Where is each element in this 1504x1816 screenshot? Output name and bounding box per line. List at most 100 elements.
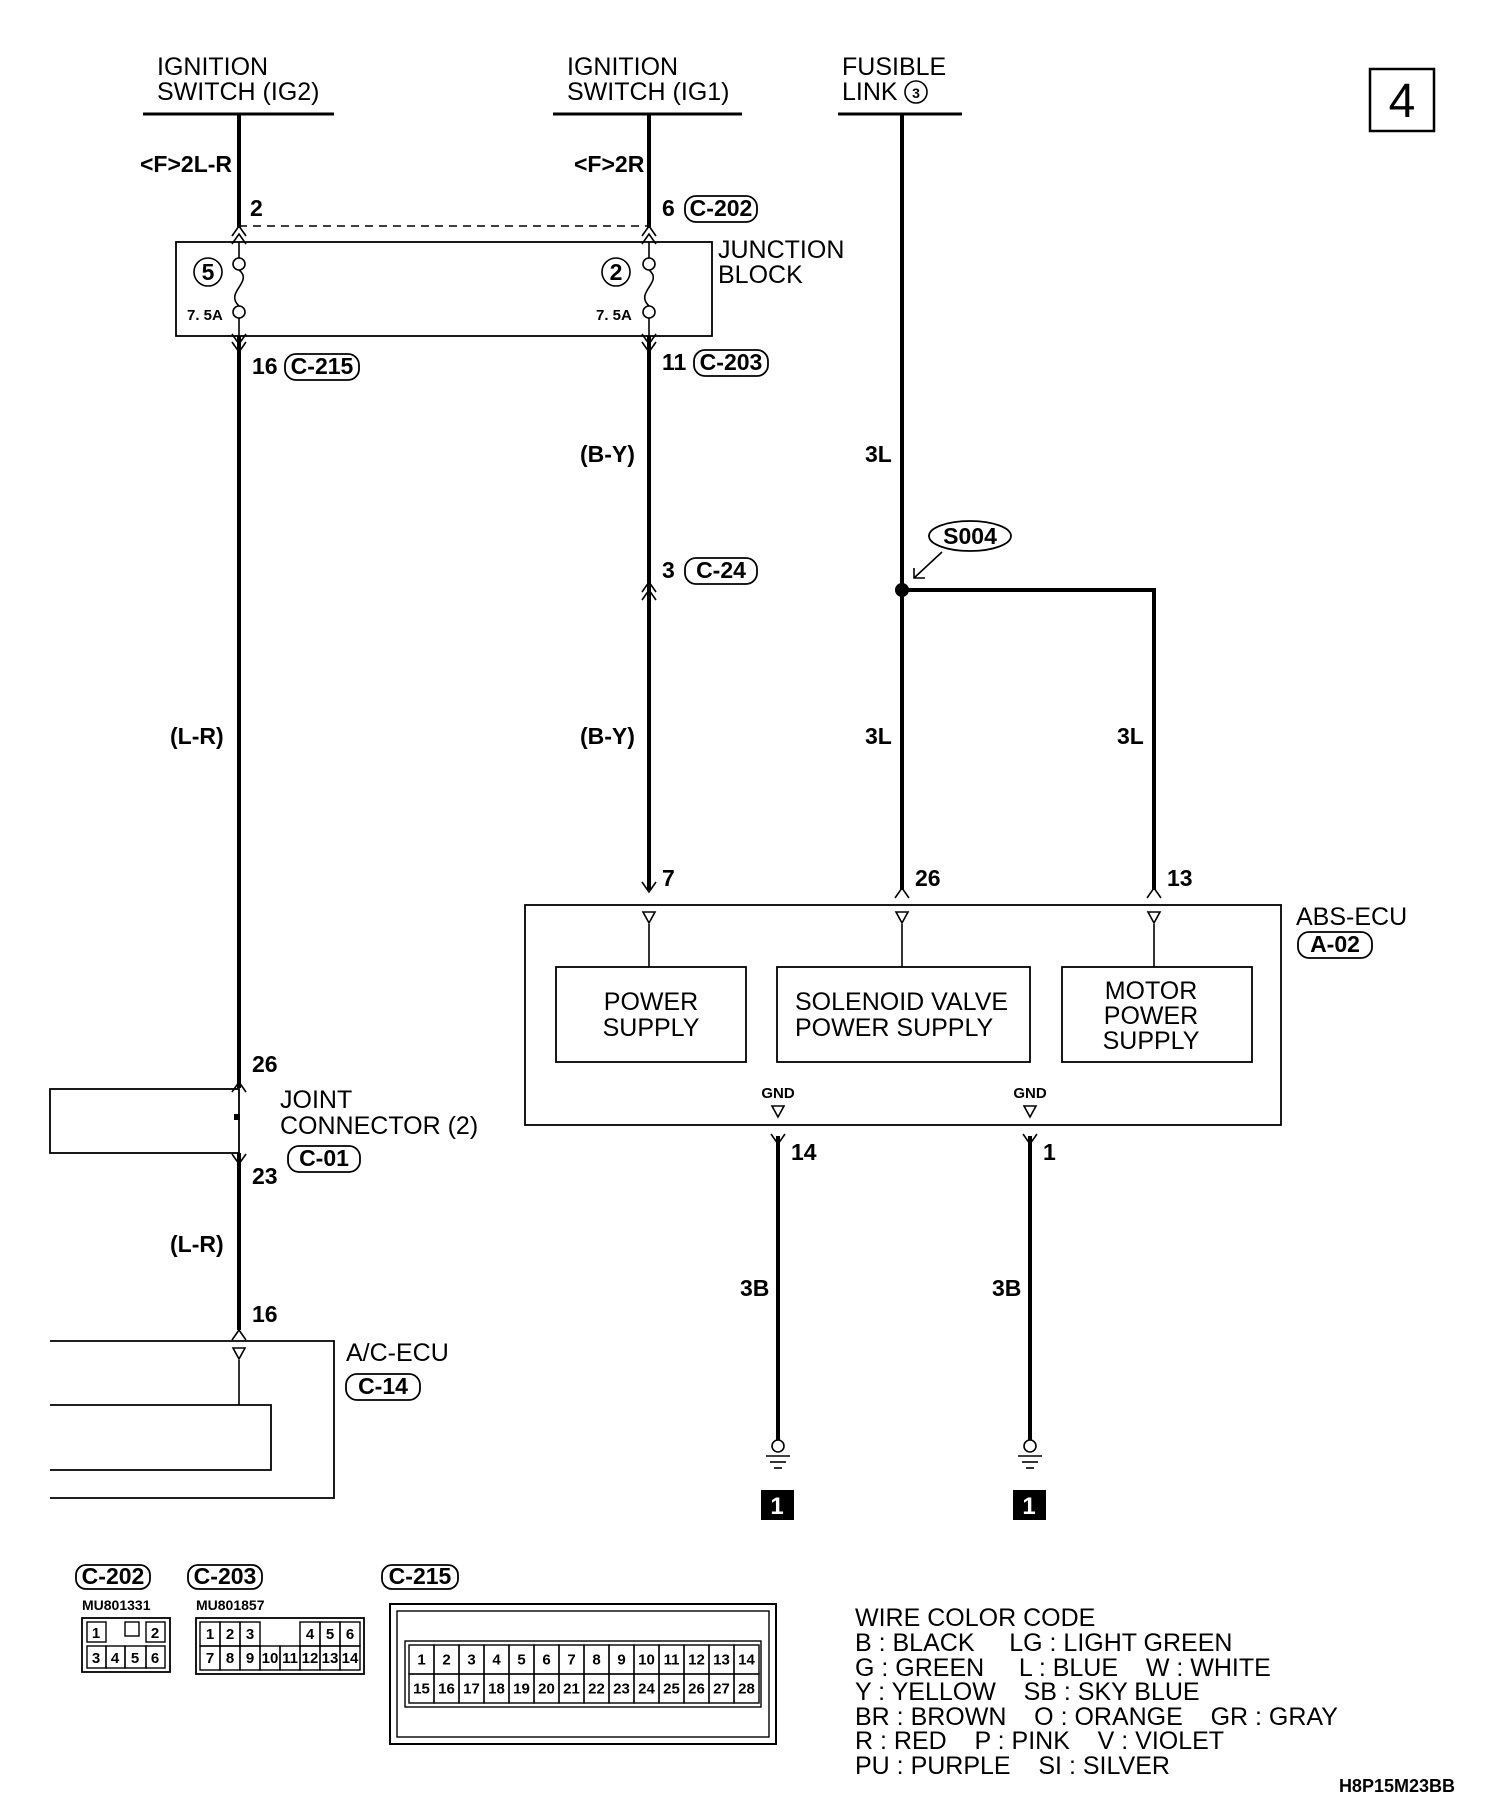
motor-power-line3: SUPPLY — [1103, 1027, 1200, 1055]
c215-pin-label: 16 — [438, 1681, 455, 1698]
junction-block-box — [175, 241, 713, 337]
c203-pin-label: 6 — [346, 1626, 354, 1643]
c215-pin-label: 10 — [638, 1652, 655, 1669]
c203-pin-label: 9 — [246, 1650, 254, 1667]
fuse-b-terminal-bottom — [642, 305, 656, 319]
c215-pin-label: 11 — [664, 1652, 680, 1669]
view-c215-name: C-215 — [389, 1563, 452, 1589]
c202-pin-6: 6 — [151, 1650, 159, 1667]
motor-power-line2: POWER — [1104, 1002, 1198, 1030]
c203-pin-label: 14 — [342, 1650, 359, 1667]
view-c202-part: MU801331 — [82, 1597, 151, 1613]
c203-pin-cell — [339, 1645, 361, 1671]
power-supply-block — [555, 966, 747, 1063]
conn-c202-label: C-202 — [690, 195, 753, 221]
abs-pin-7: 7 — [662, 865, 675, 891]
c215-pin-label: 5 — [517, 1652, 525, 1669]
joint-pin-out: 23 — [252, 1163, 278, 1189]
abs-pin-26: 26 — [915, 865, 941, 891]
view-c202-pins: 1 2 3 4 5 6 — [86, 1621, 166, 1669]
c215-pin-label: 17 — [463, 1681, 480, 1698]
fusible-mid-wire-label: 3L — [865, 723, 892, 749]
wire-color-line-2: G : GREEN L : BLUE W : WHITE — [855, 1654, 1271, 1682]
conn-c202-tag — [684, 195, 758, 223]
c215-pin-label: 24 — [638, 1681, 655, 1698]
c203-pin-label: 8 — [226, 1650, 234, 1667]
jb-pin-out-b: 11 — [662, 349, 687, 375]
splice-pointer-head — [913, 568, 925, 579]
view-c203-tag — [187, 1564, 263, 1590]
ig1-mid1-wire-label: (B-Y) — [580, 441, 635, 467]
jb-pin-in-a: 2 — [250, 195, 263, 221]
ac-ecu-pin: 16 — [252, 1301, 278, 1327]
ground-terminal-1 — [1023, 1439, 1037, 1453]
c203-pin-label: 10 — [262, 1650, 279, 1667]
c203-pin-label: 13 — [322, 1650, 339, 1667]
c215-pin-label: 9 — [617, 1652, 625, 1669]
c215-pin-label: 8 — [592, 1652, 600, 1669]
jb-title-line1: JUNCTION — [718, 236, 844, 264]
fusible-top-wire-label: 3L — [865, 441, 892, 467]
motor-power-block — [1061, 966, 1253, 1063]
c215-pin-label: 6 — [542, 1652, 550, 1669]
c202-pin-5: 5 — [131, 1650, 139, 1667]
joint-title-line1: JOINT — [280, 1086, 352, 1114]
joint-connector-dot — [234, 1114, 240, 1120]
conn-c14-tag — [345, 1373, 421, 1401]
view-c202-name: C-202 — [82, 1563, 145, 1589]
ig1-top-wire-label: <F>2R — [574, 151, 645, 177]
c215-pin-label: 22 — [588, 1681, 605, 1698]
conn-c14-label: C-14 — [358, 1373, 408, 1399]
c215-pin-label: 18 — [488, 1681, 505, 1698]
c203-pin-label: 3 — [246, 1626, 254, 1643]
c215-pin-label: 12 — [688, 1652, 705, 1669]
c215-pin-label: 13 — [713, 1652, 730, 1669]
ig1-label-line2: SWITCH (IG1) — [567, 78, 730, 106]
c215-pin-label: 23 — [613, 1681, 630, 1698]
conn-c01-tag — [287, 1145, 361, 1173]
fuse-a-num-circle — [193, 257, 223, 287]
view-c202-tag — [75, 1564, 151, 1590]
ig1-label-line1: IGNITION — [567, 53, 678, 81]
wire-color-line-6: PU : PURPLE SI : SILVER — [855, 1752, 1170, 1780]
c215-pin-label: 20 — [538, 1681, 555, 1698]
fuse-a-terminal-top — [232, 257, 246, 271]
solenoid-valve-line2: POWER SUPPLY — [795, 1014, 994, 1042]
ground-ref-box-1 — [1013, 1490, 1046, 1520]
ground-ref-box-14 — [761, 1490, 794, 1520]
gnd-label-14: GND — [761, 1085, 795, 1102]
ig2-low-wire-label: (L-R) — [170, 1231, 224, 1257]
c203-pin-label: 11 — [282, 1650, 298, 1667]
fusible-num-circle — [904, 80, 928, 104]
c215-pin-label: 4 — [492, 1652, 501, 1669]
gnd-wire-1-label: 3B — [992, 1275, 1021, 1301]
c215-pin-label: 27 — [713, 1681, 730, 1698]
view-c215-body — [389, 1603, 777, 1745]
c202-pin-3: 3 — [92, 1650, 100, 1667]
wire-color-line-5: R : RED P : PINK V : VIOLET — [855, 1727, 1224, 1755]
fuse-b-rating: 7. 5A — [596, 307, 632, 324]
ig2-label-line2: SWITCH (IG2) — [157, 78, 320, 106]
view-c202-body — [81, 1617, 171, 1673]
splice-tag — [928, 520, 1012, 552]
ig1-mid2-wire-label: (B-Y) — [580, 723, 635, 749]
branch-wire-label: 3L — [1117, 723, 1144, 749]
conn-c215-tag — [284, 353, 360, 381]
c203-pin-label: 1 — [206, 1626, 214, 1643]
figure-id: H8P15M23BB — [1339, 1776, 1455, 1796]
c215-pin-label: 15 — [413, 1681, 430, 1698]
wire-color-title: WIRE COLOR CODE — [855, 1604, 1095, 1632]
c215-pin-cell — [733, 1673, 760, 1704]
c215-pin-label: 14 — [738, 1652, 755, 1669]
gnd-pin-14: 14 — [791, 1139, 817, 1165]
fusible-label-line1: FUSIBLE — [842, 53, 946, 81]
fuse-b-element — [643, 269, 655, 307]
ground-ref-1: 1 — [1022, 1493, 1035, 1520]
c215-pin-label: 19 — [513, 1681, 530, 1698]
view-c203-body — [195, 1617, 365, 1675]
conn-c01-label: C-01 — [299, 1145, 349, 1171]
c215-pin-label: 7 — [567, 1652, 575, 1669]
abs-ecu-box — [524, 904, 1282, 1126]
joint-pin-in: 26 — [252, 1051, 278, 1077]
